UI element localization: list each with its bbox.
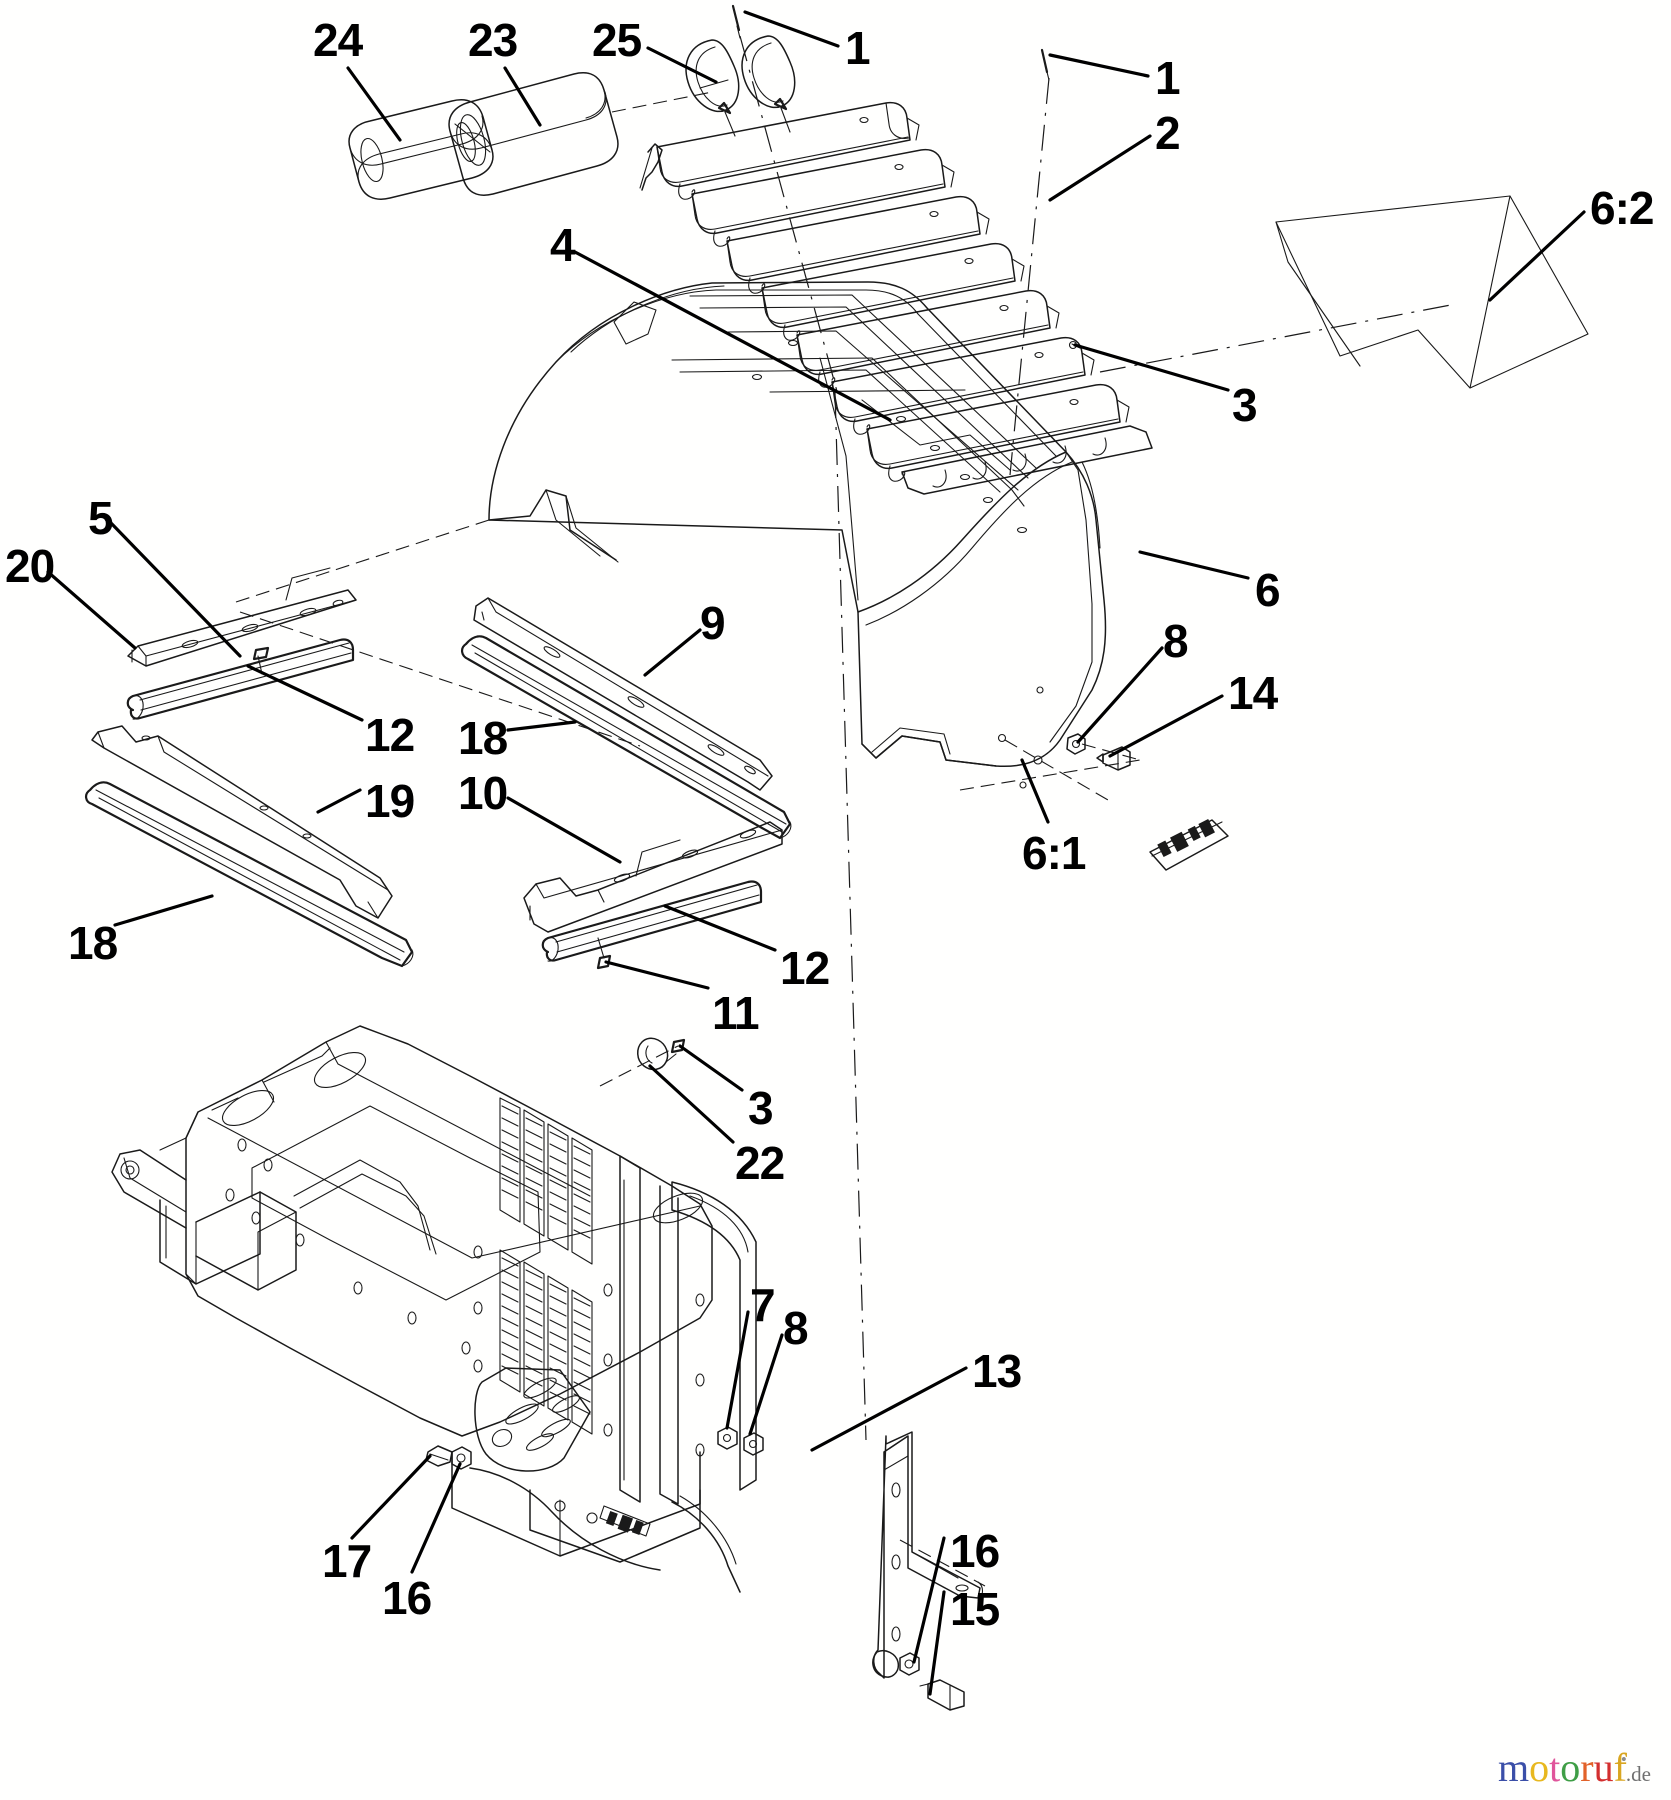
watermark-suffix: .de	[1625, 1762, 1651, 1786]
part-12-edge-trim-lower	[541, 880, 763, 962]
watermark-letter-u: u	[1593, 1745, 1614, 1790]
part-12-edge-trim-upper-left	[126, 638, 355, 720]
callout-11: 11	[712, 987, 760, 1039]
watermark-letter-f: f	[1613, 1745, 1627, 1790]
callout-6: 6	[1255, 564, 1281, 616]
callout-5: 5	[88, 492, 114, 544]
part-15-carriage-bolt	[919, 1679, 965, 1711]
chassis-frame-assembly	[111, 1025, 757, 1593]
part-18-seal-strip-upper	[461, 635, 792, 840]
callout-20: 20	[5, 540, 55, 592]
part-7-flange-nut	[717, 1426, 738, 1450]
part-24-tube-sleeve	[348, 99, 494, 200]
callout-13: 13	[972, 1345, 1022, 1397]
part-22-retaining-clip	[637, 1037, 677, 1071]
part-20-mounting-channel	[127, 567, 357, 667]
callout-12-a: 12	[365, 709, 415, 761]
part-3-hinge-pin-lower	[599, 1038, 686, 1087]
watermark-letter-o2: o	[1560, 1745, 1581, 1790]
callout-8-b: 8	[783, 1302, 809, 1354]
callout-24: 24	[313, 14, 363, 66]
callout-18-a: 18	[458, 712, 508, 764]
callout-1-a: 1	[845, 22, 871, 74]
part-23-exhaust-tube	[448, 72, 713, 196]
part-10-lower-side-rail	[523, 821, 783, 933]
part-8-lock-washer-lower	[743, 1432, 764, 1456]
part-19-side-deflector	[91, 725, 393, 919]
callout-14: 14	[1228, 667, 1278, 719]
part-18-seal-strip-lower-left	[85, 781, 414, 968]
part-14-hex-bolt	[1081, 743, 1141, 771]
callout-6-2: 6:2	[1590, 182, 1654, 234]
watermark-letter-r: r	[1580, 1745, 1594, 1790]
part-8-lock-washer-right	[1066, 733, 1086, 755]
watermark-letter-t: t	[1549, 1745, 1561, 1790]
motoruf-watermark: motoruf•.de	[1498, 1748, 1651, 1796]
callout-25: 25	[592, 14, 642, 66]
callout-3-a: 3	[1232, 379, 1258, 431]
callout-12-b: 12	[780, 942, 830, 994]
callout-22: 22	[735, 1137, 785, 1189]
watermark-dot: •	[1620, 1750, 1627, 1769]
callout-19: 19	[365, 775, 415, 827]
callout-17: 17	[322, 1535, 372, 1587]
watermark-letter-o1: o	[1529, 1745, 1550, 1790]
callout-15: 15	[950, 1583, 1000, 1635]
callout-18-b: 18	[68, 917, 118, 969]
part-61-warning-decal	[1149, 819, 1229, 871]
part-11-rivet	[596, 937, 612, 970]
callout-16-b: 16	[950, 1525, 1000, 1577]
part-62-hood-liner	[1099, 195, 1589, 389]
callout-1-b: 1	[1155, 52, 1181, 104]
callout-23: 23	[468, 14, 518, 66]
callout-6-1: 6:1	[1022, 827, 1086, 879]
part-6-hood-shell	[235, 281, 1141, 1441]
callout-7: 7	[750, 1279, 776, 1331]
callout-8-a: 8	[1163, 615, 1189, 667]
callout-9: 9	[700, 597, 726, 649]
callout-2: 2	[1155, 107, 1181, 159]
callout-3-b: 3	[748, 1082, 774, 1134]
part-16-flat-washer-right	[899, 1652, 920, 1676]
leader-lines	[46, 10, 1586, 1696]
watermark-letter-m: m	[1498, 1745, 1530, 1790]
part-25-spring-clips	[685, 35, 796, 137]
callout-4: 4	[550, 219, 576, 271]
callout-16-a: 16	[382, 1572, 432, 1624]
callout-10: 10	[458, 767, 508, 819]
part-2-corrugated-screen	[639, 101, 1153, 495]
part-9-upper-side-rail	[473, 597, 773, 791]
part-16-flat-washer-left	[451, 1446, 472, 1470]
part-1-cotter-pins	[731, 4, 1050, 476]
part-13-hinge-bracket	[872, 1431, 986, 1679]
